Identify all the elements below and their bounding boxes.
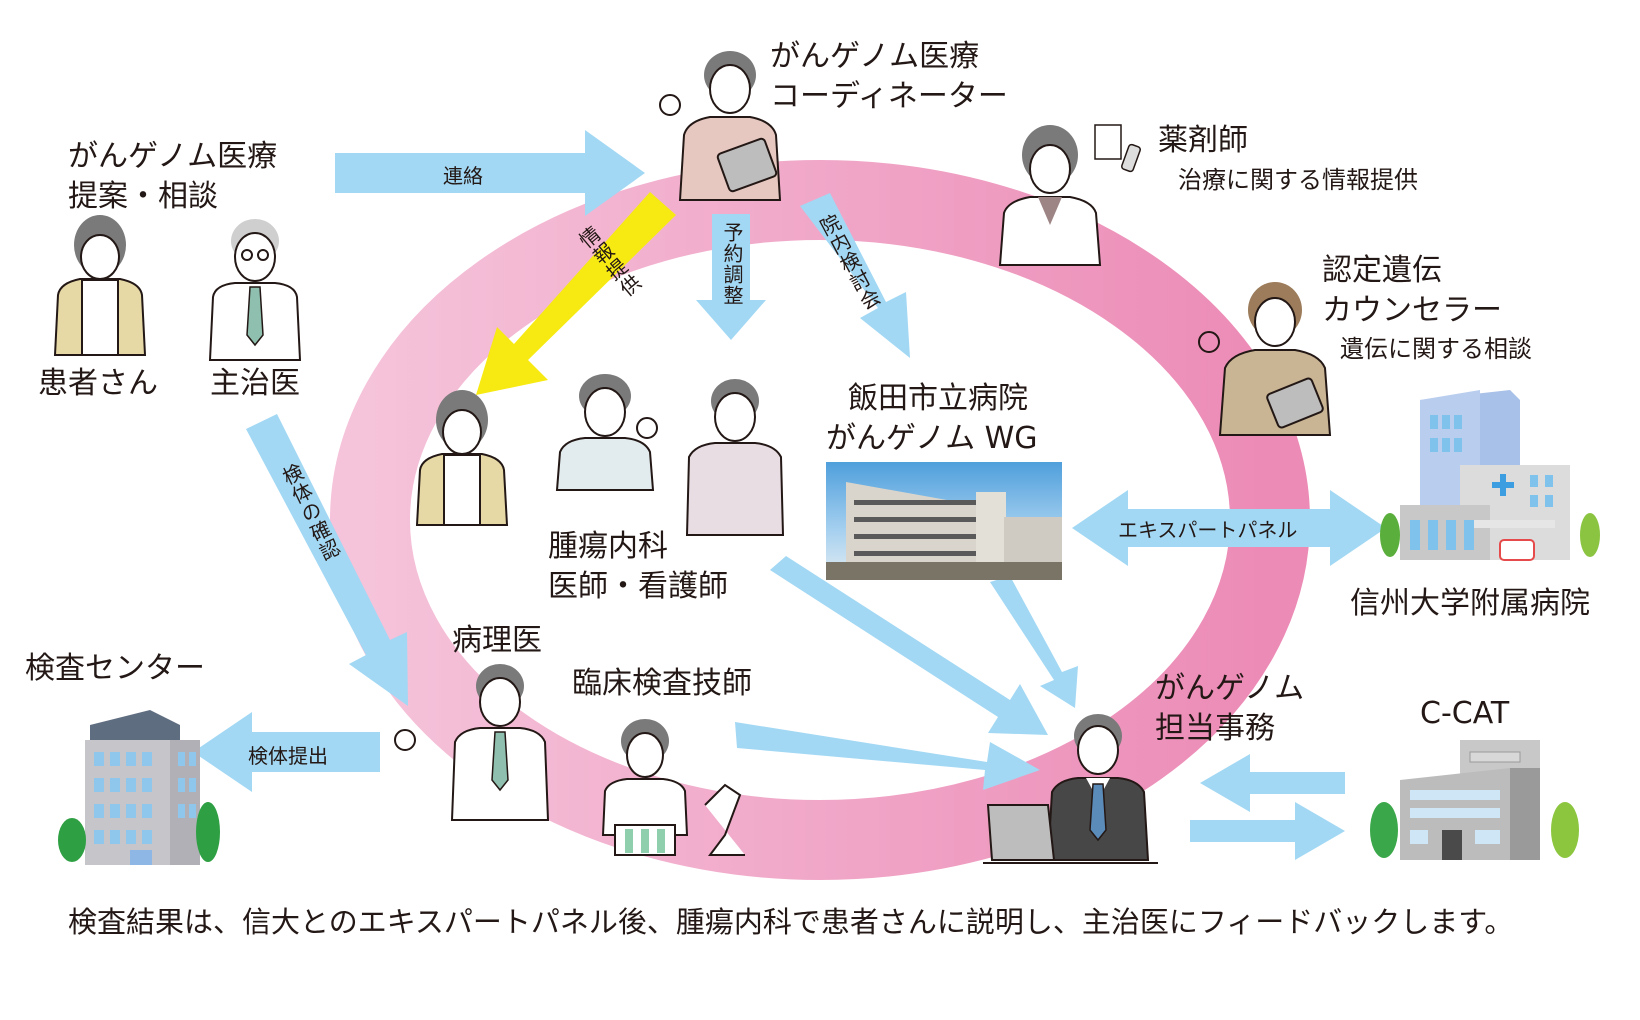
pharmacist-label: 薬剤師 (1158, 123, 1248, 158)
genetic-counselor-icon (1198, 282, 1332, 436)
pathologist-icon (394, 664, 550, 821)
expert-panel-arrow (1072, 490, 1386, 566)
office-to-ccat-arrow (1190, 802, 1345, 860)
ccat-building-icon (1370, 740, 1579, 860)
specimen-submit-arrow (193, 712, 380, 792)
elderly-woman-icon (53, 215, 147, 356)
appointment-arrow (696, 214, 766, 340)
ccat-label: C-CAT (1420, 696, 1510, 731)
labtech-to-office-arrow (735, 722, 1040, 790)
office-building-icon (58, 710, 220, 865)
contact-arrow-label: 連絡 (443, 164, 483, 188)
male-nurse-icon (555, 374, 658, 491)
pharmacist-role: 治療に関する情報提供 (1178, 166, 1418, 194)
pharmacist-icon (998, 124, 1141, 266)
patient-icon-ring (415, 390, 509, 526)
office-worker-icon (983, 714, 1158, 864)
genome-office-label-line1: がんゲノム (1155, 671, 1305, 706)
lab-technician-label: 臨床検査技師 (572, 666, 752, 701)
specimen-check-arrow (246, 414, 408, 706)
iida-hospital-label-line2: がんゲノム WG (826, 421, 1038, 456)
doctor-icon (208, 219, 302, 361)
expert-panel-arrow-label: エキスパートパネル (1118, 518, 1298, 542)
genome-office-label-line2: 担当事務 (1155, 711, 1275, 746)
iida-to-office-arrow (990, 576, 1078, 708)
footer-text: 検査結果は、信大とのエキスパートパネル後、腫瘍内科で患者さんに説明し、主治医にフ… (68, 905, 1514, 939)
appointment-arrow-label: 予約調整 (720, 222, 744, 306)
female-nurse-icon (685, 379, 785, 536)
counselor-label-line1: 認定遺伝 (1322, 253, 1442, 288)
ccat-to-office-arrow (1200, 754, 1345, 812)
proposal-label-line1: がんゲノム医療 (68, 139, 278, 174)
pathologist-label: 病理医 (452, 623, 542, 658)
specimen-submit-arrow-label: 検体提出 (248, 744, 328, 768)
iida-hospital-label-line1: 飯田市立病院 (848, 381, 1028, 416)
attending-doctor-label: 主治医 (210, 366, 300, 401)
oncology-label-line1: 腫瘍内科 (548, 529, 668, 564)
hospital-building-icon (1380, 390, 1600, 561)
test-center-label: 検査センター (25, 651, 205, 686)
counselor-label-line2: カウンセラー (1322, 293, 1502, 328)
coordinator-label-line1: がんゲノム医療 (770, 39, 980, 74)
info-provision-arrow (476, 192, 676, 395)
coordinator-icon (659, 51, 782, 201)
contact-arrow (335, 130, 645, 216)
lab-technician-icon (601, 719, 745, 856)
shinshu-hospital-label: 信州大学附属病院 (1350, 586, 1590, 621)
proposal-label-line2: 提案・相談 (68, 179, 218, 214)
hospital-photo (826, 462, 1062, 580)
internal-review-arrow (800, 193, 910, 358)
oncology-to-office-arrow (770, 556, 1048, 735)
oncology-label-line2: 医師・看護師 (548, 569, 728, 604)
counselor-role: 遺伝に関する相談 (1340, 335, 1532, 363)
patient-label: 患者さん (38, 366, 158, 401)
footer-description: 検査結果は、信大とのエキスパートパネル後、腫瘍内科で患者さんに説明し、主治医にフ… (38, 895, 1598, 949)
coordinator-label-line2: コーディネーター (770, 79, 1008, 114)
